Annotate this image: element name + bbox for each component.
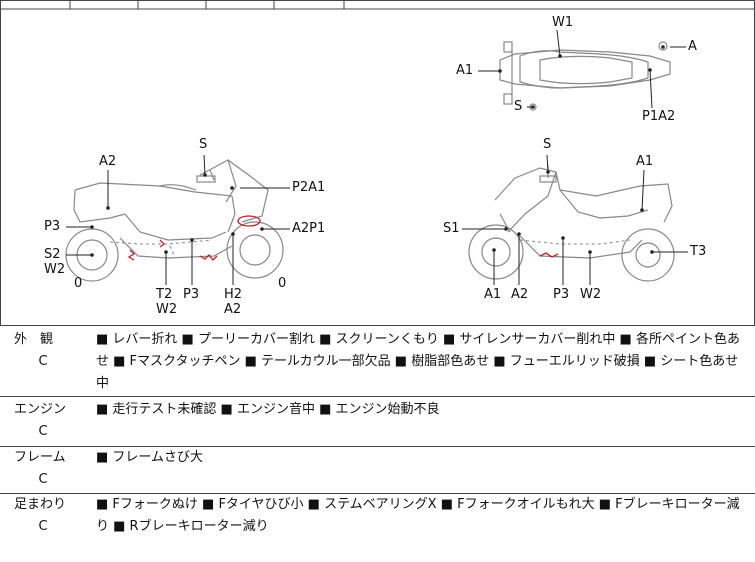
label-left-s2: S2 (44, 247, 61, 262)
condition-text: ■ 走行テスト未確認 ■ エンジン音中 ■ エンジン始動不良 (96, 402, 440, 417)
damage-marks-right (539, 252, 559, 258)
category-name: 外 観 (14, 332, 54, 347)
label-left-w2: W2 (44, 262, 66, 277)
damage-diagram: W1 A A1 S P1A2 A2 S P2A1 P3 A2P1 S2 W2 0… (0, 0, 755, 325)
label-left-zero-1: 0 (74, 276, 83, 291)
category-cell: 外 観 C (14, 329, 84, 373)
label-left-zero-2: 0 (278, 276, 287, 291)
row-exterior: 外 観 C ■ レバー折れ ■ プーリーカバー割れ ■ スクリーンくもり ■ サ… (0, 325, 755, 397)
label-right-s: S (543, 137, 552, 152)
top-view-leaders (478, 29, 686, 109)
label-top-a: A (688, 39, 697, 54)
label-right-a1-lower: A1 (484, 287, 502, 302)
condition-text: ■ レバー折れ ■ プーリーカバー割れ ■ スクリーンくもり ■ サイレンサーカ… (96, 332, 740, 391)
row-engine: エンジン C ■ 走行テスト未確認 ■ エンジン音中 ■ エンジン始動不良 (0, 396, 755, 447)
label-left-a2-top: A2 (99, 154, 117, 169)
label-right-a1-top: A1 (636, 154, 654, 169)
condition-text: ■ Fフォークぬけ ■ Fタイヤひび小 ■ ステムベアリングX ■ Fフォークオ… (96, 497, 740, 534)
label-left-w2-lower: W2 (156, 302, 178, 317)
category-cell: 足まわり C (14, 494, 84, 538)
left-side-leaders (66, 154, 290, 285)
label-top-w1: W1 (552, 15, 574, 30)
label-top-a1: A1 (456, 63, 474, 78)
scooter-top-view (499, 41, 671, 111)
label-left-p3-lower: P3 (183, 287, 200, 302)
diagram-frame (0, 0, 755, 325)
label-top-p1a2: P1A2 (642, 109, 676, 124)
category-cell: エンジン C (14, 399, 84, 443)
label-left-s: S (199, 137, 208, 152)
label-left-p3: P3 (44, 219, 61, 234)
label-right-t3: T3 (690, 244, 707, 259)
grade-value: C (38, 472, 48, 487)
grade-value: C (38, 424, 48, 439)
row-frame: フレーム C ■ フレームさび大 (0, 446, 755, 494)
label-right-w2: W2 (580, 287, 602, 302)
label-left-a2p1: A2P1 (292, 221, 326, 236)
label-left-h2: H2 (224, 287, 243, 302)
label-right-a2: A2 (511, 287, 529, 302)
label-top-s: S (514, 99, 523, 114)
grade-value: C (38, 354, 48, 369)
label-right-s1: S1 (443, 221, 460, 236)
label-left-t2: T2 (156, 287, 173, 302)
label-right-p3: P3 (553, 287, 570, 302)
damage-marks-left (127, 215, 261, 261)
grade-value: C (38, 519, 48, 534)
category-name: 足まわり (14, 497, 67, 512)
right-side-leaders (462, 154, 688, 285)
category-name: フレーム (14, 450, 66, 465)
condition-text: ■ フレームさび大 (96, 450, 204, 465)
category-cell: フレーム C (14, 447, 84, 491)
category-name: エンジン (14, 402, 67, 417)
row-suspension: 足まわり C ■ Fフォークぬけ ■ Fタイヤひび小 ■ ステムベアリングX ■… (0, 493, 755, 562)
scooter-left-side (65, 159, 284, 282)
label-left-p2a1: P2A1 (292, 180, 326, 195)
label-left-a2-lower: A2 (224, 302, 242, 317)
